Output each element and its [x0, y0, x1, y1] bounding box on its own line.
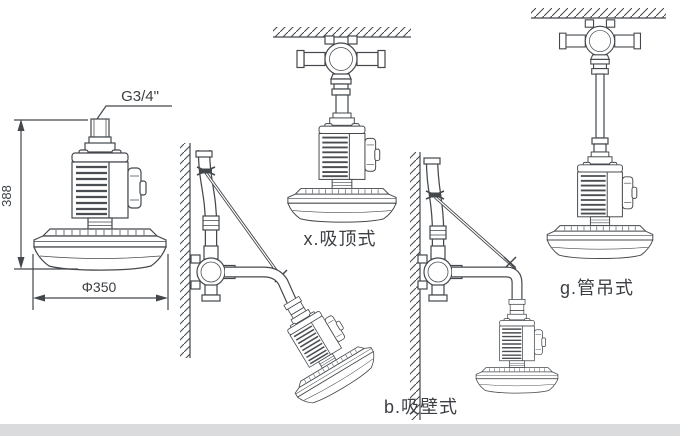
conduit-cap — [195, 150, 213, 158]
bent-arm-pipe — [452, 266, 523, 301]
height-dimension-label: 388 — [0, 185, 14, 207]
ceiling-hatch — [531, 8, 666, 19]
wall-mount-label: b.吸壁式 — [384, 397, 458, 417]
pipe-mounted-lamp — [546, 151, 654, 260]
conduit-coupling — [429, 225, 447, 240]
height-dimension: 388 — [0, 119, 88, 270]
connecting-stem — [335, 94, 349, 115]
wall-mount-diagram-left — [180, 143, 383, 412]
pipe-mount-label: g.管吊式 — [560, 278, 634, 298]
diameter-dimension-label: Φ350 — [82, 279, 117, 295]
junction-box — [558, 19, 642, 75]
thread-size-callout: G3/4" — [96, 88, 172, 120]
ceiling-mount-label: x.吸顶式 — [303, 229, 376, 249]
suspension-pipe — [595, 73, 605, 139]
thread-size-label: G3/4" — [121, 88, 159, 105]
junction-box — [296, 35, 386, 96]
lamp-front-view — [32, 135, 168, 272]
wall-hatch — [180, 143, 191, 358]
conduit-coupling — [202, 215, 220, 231]
pipe-coupling — [591, 137, 609, 153]
conduit-cap — [423, 157, 441, 165]
wall-mounted-lamp-vertical — [475, 299, 559, 394]
diameter-dimension: Φ350 — [32, 254, 169, 310]
ceiling-mounted-lamp — [286, 112, 398, 224]
ceiling-hatch — [273, 27, 411, 38]
thread-entry — [90, 118, 110, 138]
footer-strip — [0, 424, 680, 436]
wall-mounted-lamp-tilted — [258, 287, 383, 412]
dimension-view: G3/4" 388 Φ350 — [0, 88, 172, 310]
pipe-mount-diagram: g.管吊式 — [531, 8, 666, 298]
wall-mount-diagram-right: b.吸壁式 — [384, 152, 559, 420]
ceiling-mount-diagram: x.吸顶式 — [273, 27, 411, 249]
